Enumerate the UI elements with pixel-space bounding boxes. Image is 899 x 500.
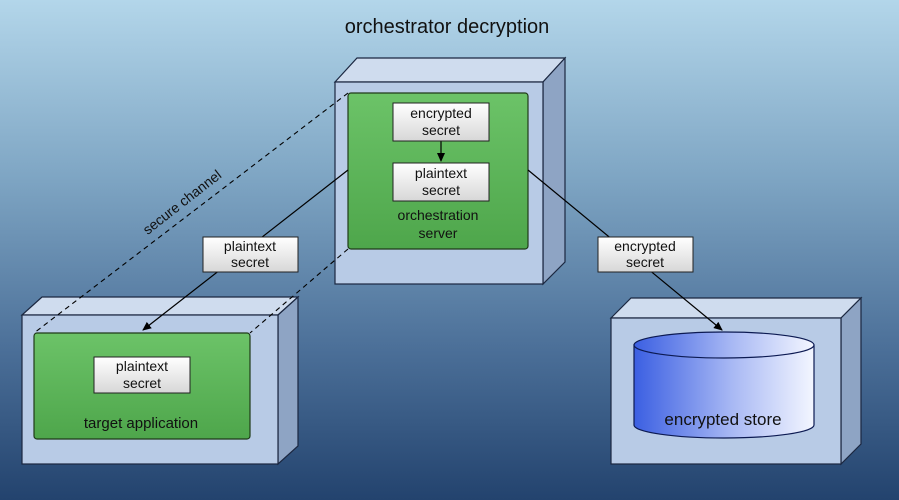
svg-text:secret: secret — [422, 122, 460, 138]
svg-text:encrypted: encrypted — [410, 105, 471, 121]
svg-text:secret: secret — [123, 375, 161, 391]
target-node — [20, 295, 300, 466]
diagram-title: orchestrator decryption — [345, 16, 550, 38]
svg-text:plaintext: plaintext — [224, 238, 276, 254]
server-encrypted-secret: encrypted secret — [392, 102, 490, 142]
svg-text:secret: secret — [231, 254, 269, 270]
encrypted-store-cylinder — [633, 331, 815, 439]
target-application-label: target application — [84, 415, 198, 432]
secure-channel-line-upper — [33, 92, 349, 334]
edge-label-plaintext: plaintext secret — [202, 236, 299, 273]
encrypted-store-label: encrypted store — [664, 410, 781, 429]
server-plaintext-secret: plaintext secret — [392, 162, 490, 202]
svg-text:encrypted: encrypted — [614, 238, 675, 254]
svg-text:plaintext: plaintext — [116, 358, 168, 374]
edge-label-encrypted: encrypted secret — [597, 236, 694, 273]
orchestrator-label-2: server — [419, 225, 458, 241]
orchestrator-label-1: orchestration — [398, 207, 479, 223]
target-plaintext-secret: plaintext secret — [93, 356, 191, 394]
secure-channel-line-lower — [249, 248, 349, 334]
svg-text:secret: secret — [626, 254, 664, 270]
secure-channel-label: secure channel — [140, 167, 225, 238]
store-node — [609, 296, 863, 466]
svg-text:plaintext: plaintext — [415, 165, 467, 181]
svg-text:secret: secret — [422, 182, 460, 198]
